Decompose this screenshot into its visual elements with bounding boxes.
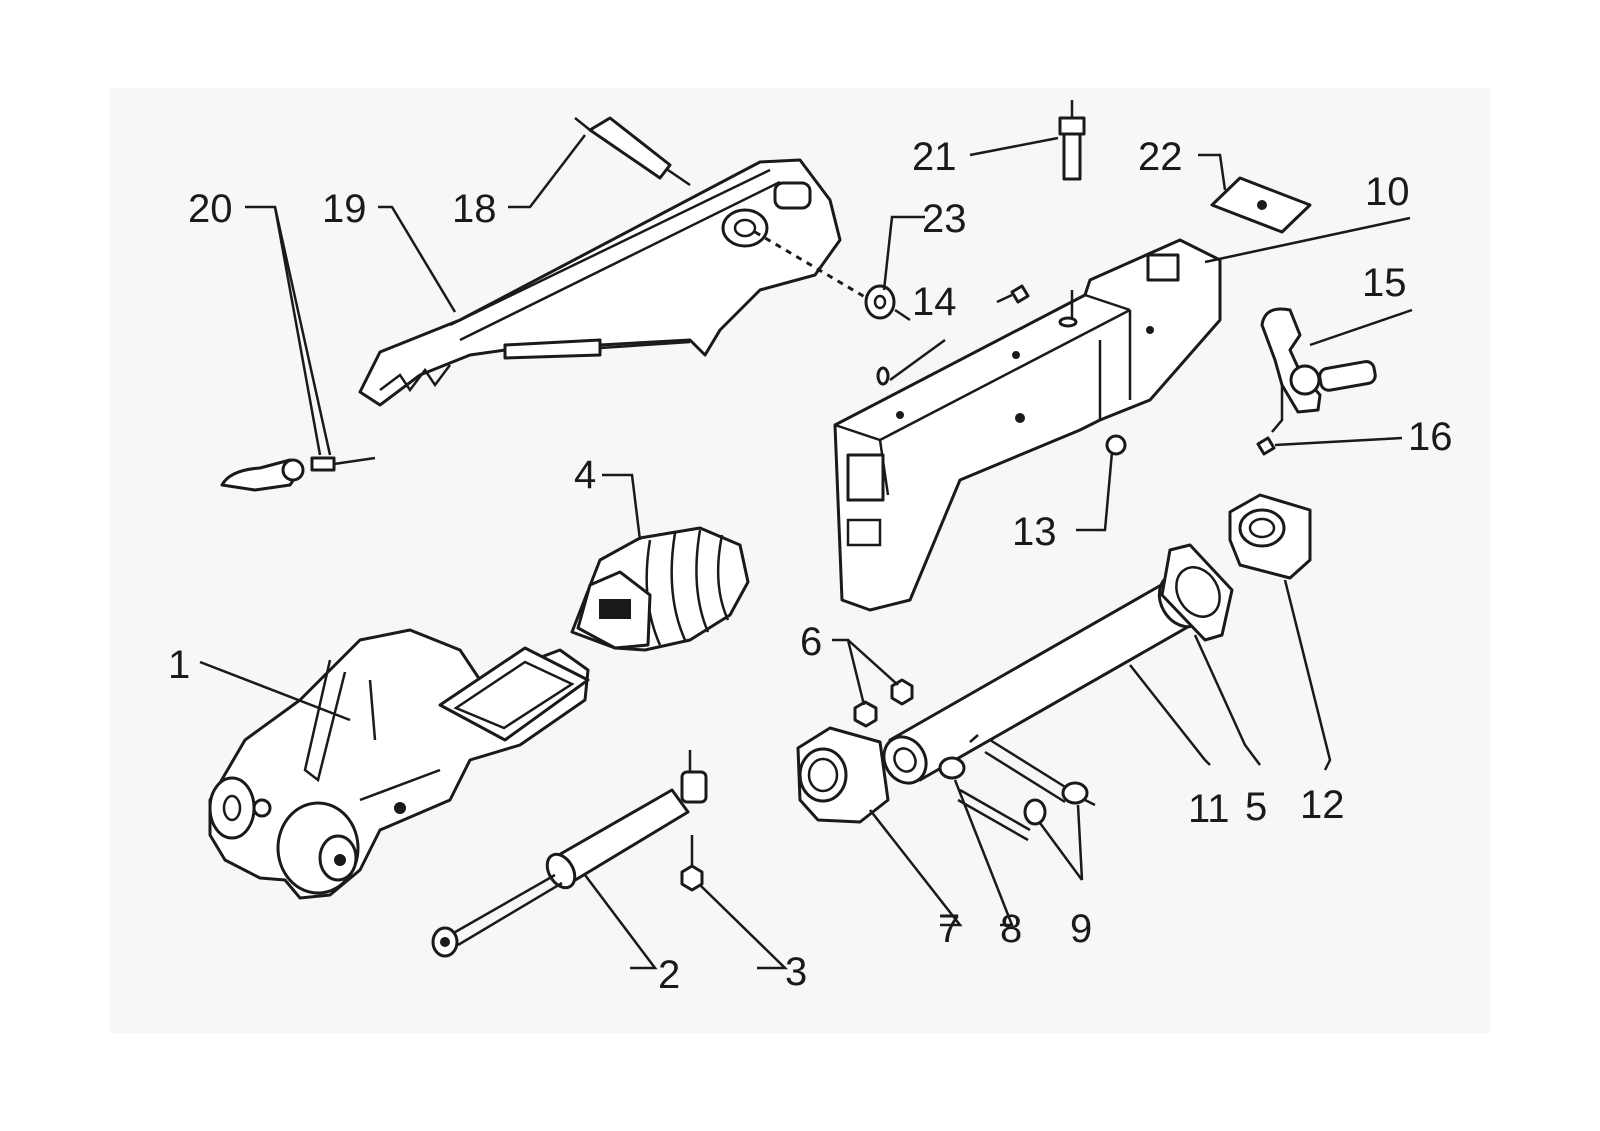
part-6-nuts: [853, 678, 914, 728]
part-12-bushing: [1228, 493, 1312, 580]
callout-21: 21: [912, 135, 957, 179]
part-22-plate: [1210, 176, 1312, 234]
part-9-bolts: [957, 738, 1096, 842]
part-18-pin: [574, 116, 691, 187]
leader-lines: [199, 134, 1413, 970]
callout-2: 2: [658, 953, 680, 997]
part-16-clip: [1256, 436, 1276, 456]
part-7-rubber-block: [796, 726, 890, 824]
part-2-shock-absorber: [431, 750, 708, 958]
part-1-coupling-head: [208, 628, 590, 900]
part-13-nut: [1105, 434, 1127, 456]
callout-5: 5: [1245, 785, 1267, 829]
part-21-bolt: [1058, 100, 1086, 181]
callout-16: 16: [1408, 415, 1453, 459]
callout-12: 12: [1300, 783, 1345, 827]
callout-9: 9: [1070, 907, 1092, 951]
callout-22: 22: [1138, 135, 1183, 179]
callout-8: 8: [1000, 907, 1022, 951]
part-3-nut: [680, 835, 704, 892]
callout-6: 6: [800, 620, 822, 664]
part-15-latch: [1260, 307, 1377, 433]
part-8-small-bushing: [938, 734, 979, 780]
part-19-drawbar-arm: [358, 158, 842, 407]
callout-4: 4: [574, 453, 596, 497]
callout-18: 18: [452, 187, 497, 231]
callout-1: 1: [168, 643, 190, 687]
callout-7: 7: [938, 907, 960, 951]
callout-15: 15: [1362, 261, 1407, 305]
callout-10: 10: [1365, 170, 1410, 214]
callout-14: 14: [912, 280, 957, 324]
callout-13: 13: [1012, 510, 1057, 554]
callout-20: 20: [188, 187, 233, 231]
part-4-bellows: [570, 526, 750, 652]
callout-11: 11: [1188, 787, 1230, 831]
part-10-main-frame: [833, 238, 1222, 612]
callout-3: 3: [785, 950, 807, 994]
part-14-hardware: [876, 284, 1030, 386]
part-23-washer: [754, 230, 911, 322]
callout-labels: 1 2 3 4 5 6 7 8 9 10 11 12 13 14 15 16 1…: [168, 135, 1453, 997]
part-5-flange: [1160, 543, 1234, 642]
part-20-clip-pin: [220, 456, 376, 492]
callout-23: 23: [922, 197, 967, 241]
callout-19: 19: [322, 187, 367, 231]
